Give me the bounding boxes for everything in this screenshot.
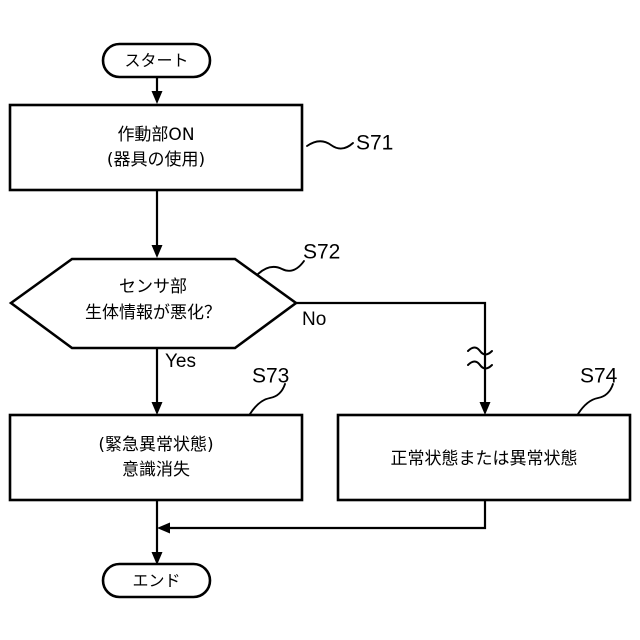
s73-text-line1: (緊急異常状態) (98, 435, 213, 455)
node-start[interactable]: スタート (101, 42, 212, 79)
end-terminal-shape (101, 562, 212, 599)
s73-box-shape (8, 413, 304, 502)
node-s73[interactable]: (緊急異常状態) 意識消失 (8, 413, 304, 502)
node-s74[interactable]: 正常状態または異常状態 (336, 413, 632, 502)
branch-label-no: No (302, 309, 326, 330)
s72-text-line2: 生体情報が悪化？ (85, 303, 221, 323)
edge-s72-no-to-s74 (296, 301, 493, 415)
edge-s71-to-s72 (151, 190, 163, 258)
start-terminal-label: スタート (124, 51, 188, 70)
s73-text-line2: 意識消失 (122, 460, 190, 480)
s71-text-line2: (器具の使用) (107, 149, 205, 170)
edge-s73-to-end (151, 500, 163, 565)
s71-text-line1: 作動部ON (117, 125, 194, 145)
edge-start-to-s71 (151, 76, 163, 104)
s72-hexagon-shape (8, 257, 299, 350)
end-terminal-label: エンド (132, 571, 180, 590)
s72-step-label: S72 (303, 241, 340, 264)
s72-text-line1: センサ部 (119, 277, 187, 297)
branch-label-yes: Yes (165, 351, 196, 372)
start-terminal-shape (101, 42, 212, 79)
s74-box-shape (336, 413, 632, 502)
leader-s72: S72 (257, 241, 340, 275)
edge-s72-yes-to-s73 (151, 348, 163, 415)
s74-text-line1: 正常状態または異常状態 (391, 449, 578, 469)
node-s72[interactable]: センサ部 生体情報が悪化？ (8, 257, 299, 350)
edge-s74-to-merge (157, 500, 487, 534)
s71-box-shape (8, 103, 304, 192)
leader-s71: S71 (306, 132, 393, 155)
leader-s74: S74 (577, 365, 618, 415)
s71-step-label: S71 (356, 132, 393, 155)
leader-s73: S73 (249, 365, 289, 415)
s74-step-label: S74 (580, 365, 618, 388)
node-end[interactable]: エンド (101, 562, 212, 599)
node-s71[interactable]: 作動部ON (器具の使用) (8, 103, 304, 192)
s73-step-label: S73 (252, 365, 289, 388)
